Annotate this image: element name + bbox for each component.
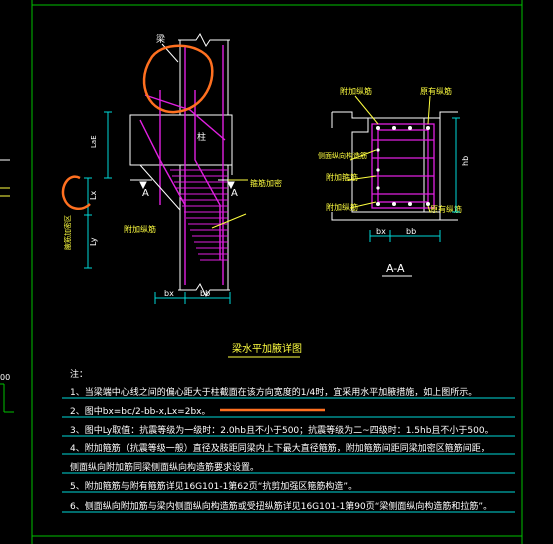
note-item-2: 2、图中bx=bc/2-bb-x,Lx=2bx。	[70, 405, 210, 417]
left-vertical-label: 腋筋加密区	[63, 215, 72, 250]
notes-heading: 注：	[70, 368, 88, 380]
bottom-dimensions	[154, 292, 231, 304]
sec-dim-bx-label: bx	[376, 227, 386, 236]
section-outline	[331, 111, 458, 221]
section-rebar-dots	[376, 126, 430, 206]
note-lines	[62, 397, 515, 513]
note-item-5: 5、附加箍筋与附有箍筋详见16G101-1第62页“抗剪加强区箍筋构造”。	[70, 480, 357, 492]
note-item-1: 1、当梁端中心线之间的偏心距大于柱截面在该方向宽度的1/4时，宜采用水平加腋措施…	[70, 386, 477, 398]
haunch-stirrups	[170, 169, 228, 261]
dim-lae-label: LaE	[90, 135, 98, 148]
section-title: A-A	[386, 262, 405, 275]
highlight-circle-left	[61, 175, 91, 211]
haunch-rebar-leader	[211, 213, 247, 229]
column-outline	[178, 33, 230, 297]
sec-top-right-label: 原有纵筋	[420, 86, 452, 96]
sec-dim-bb-label: bb	[406, 227, 416, 236]
notes-title: 梁水平加腋详图	[232, 342, 302, 355]
section-a-a: 附加纵筋 原有纵筋 侧面纵向构造筋 附加箍筋 附加纵筋 原有纵筋 bx bb h…	[318, 86, 470, 277]
notes-block: 梁水平加腋详图 注： 1、当梁端中心线之间的偏心距大于柱截面在该方向宽度的1/4…	[62, 342, 515, 513]
left-margin-value: 00	[0, 373, 10, 382]
dim-bb-label: bb	[200, 289, 210, 298]
section-leaders	[347, 95, 431, 213]
sec-low-left-label: 附加箍筋	[326, 172, 358, 182]
note-item-4b: 侧面纵向附加筋同梁侧面纵向构造筋要求设置。	[70, 461, 259, 473]
sec-mid-left-label: 侧面纵向构造筋	[318, 151, 367, 160]
note-item-6: 6、侧面纵向附加筋与梁内侧面纵向构造筋或受扭纵筋详见16G101-1第90页“梁…	[70, 500, 492, 512]
left-dimensions	[84, 111, 112, 269]
note-item-4: 4、附加箍筋（抗震等级一般）直径及肢距同梁内上下最大直径箍筋，附加箍筋间距同梁加…	[70, 442, 490, 454]
sec-top-left-label: 附加纵筋	[340, 86, 372, 96]
section-stirrups	[371, 123, 435, 209]
haunch-outline	[139, 164, 233, 211]
beam-label: 梁	[156, 33, 165, 45]
section-dimensions	[369, 117, 460, 242]
highlight-circle-top	[142, 44, 214, 114]
note-item-3: 3、图中Ly取值：抗震等级为一级时：2.0hb且不小于500；抗震等级为二~四级…	[70, 424, 494, 436]
dim-ly-label: Ly	[89, 237, 98, 246]
dim-bx-label: bx	[164, 289, 174, 298]
dim-lx-label: Lx	[89, 191, 98, 200]
drawing-frame	[0, 0, 523, 544]
stirrup-label: 箍筋加密	[250, 178, 282, 188]
sec-bot-right-label: 原有纵筋	[430, 204, 462, 214]
section-a-right-label: A	[231, 188, 238, 199]
column-label: 柱	[197, 131, 206, 143]
sec-dim-hb-label: hb	[461, 156, 470, 166]
beam-box	[129, 114, 233, 166]
plan-detail: A A 柱 梁 LaE Lx Ly 腋筋加密区 bx bb	[61, 33, 282, 304]
left-margin-marks: 00	[0, 159, 10, 382]
sec-bot-left-label: 附加纵筋	[326, 202, 358, 212]
haunch-rebar-label: 附加纵筋	[124, 224, 156, 234]
section-a-left-label: A	[142, 188, 149, 199]
